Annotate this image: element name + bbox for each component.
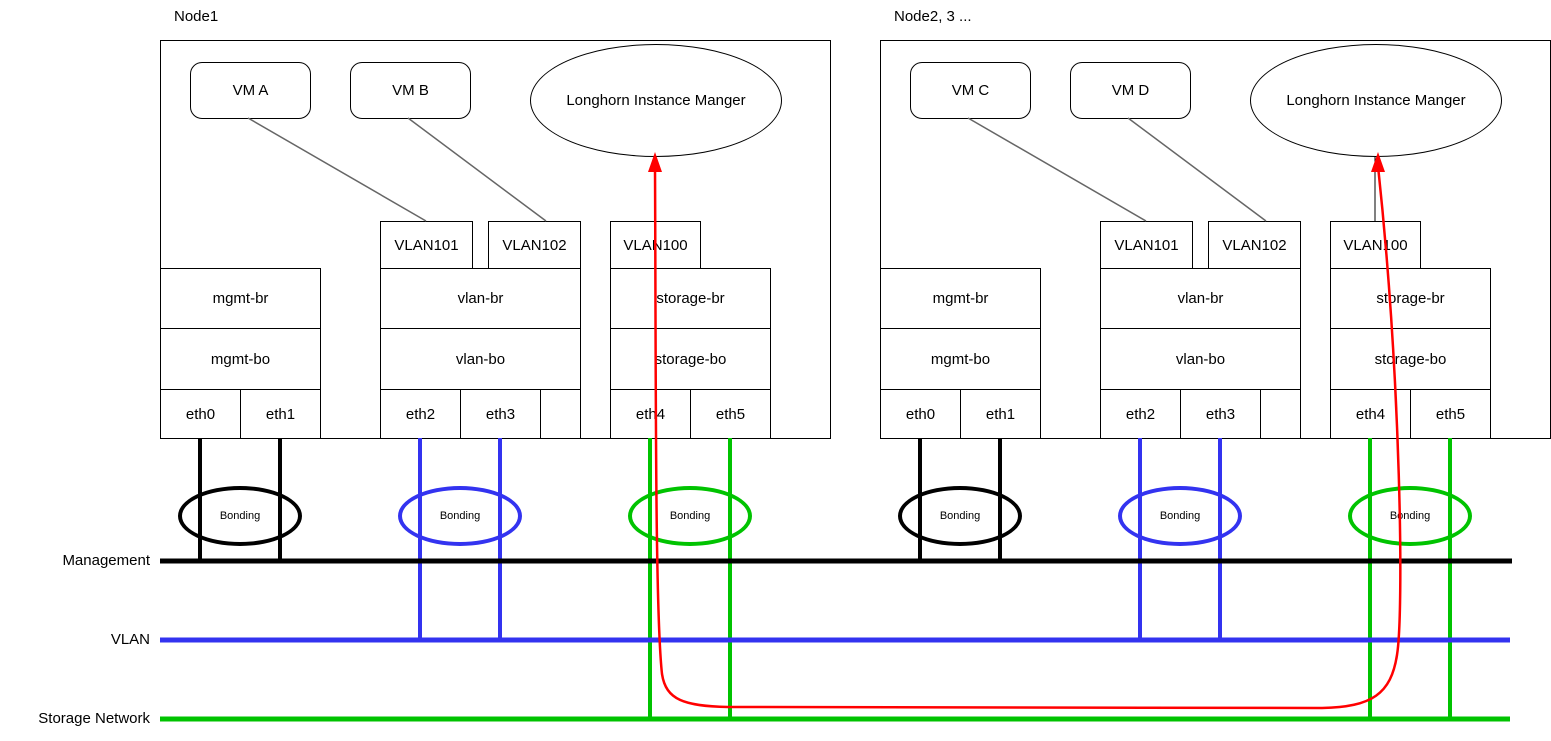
- vlan-interface-box: VLAN101: [380, 221, 473, 269]
- vm-label: VM A: [232, 82, 269, 99]
- vlan-interface-box: VLAN102: [1208, 221, 1301, 269]
- bonding-ellipse: Bonding: [898, 486, 1022, 546]
- nic-box: eth0: [880, 389, 961, 439]
- nic-box: eth5: [690, 389, 771, 439]
- vm-label: VM C: [951, 82, 990, 99]
- bond-box: mgmt-bo: [160, 328, 321, 390]
- bridge-box: storage-br: [610, 268, 771, 329]
- bonding-ellipse: Bonding: [398, 486, 522, 546]
- bonding-label: Bonding: [939, 510, 981, 522]
- bonding-ellipse: Bonding: [1118, 486, 1242, 546]
- bond-box: storage-bo: [610, 328, 771, 390]
- node-title: Node1: [174, 8, 219, 25]
- vlan-interface-box: VLAN100: [1330, 221, 1421, 269]
- bond-box: mgmt-bo: [880, 328, 1041, 390]
- node1-group: Node1 VM A VM B Longhorn Instance Manger…: [160, 0, 831, 741]
- nic-box: eth2: [380, 389, 461, 439]
- management-network-label: Management: [62, 552, 150, 569]
- vm-box: VM C: [910, 62, 1031, 119]
- node-title: Node2, 3 ...: [894, 8, 972, 25]
- nic-box: eth4: [1330, 389, 1411, 439]
- vm-box: VM A: [190, 62, 311, 119]
- longhorn-instance-manager-label: Longhorn Instance Manger: [1286, 92, 1466, 109]
- bonding-ellipse: Bonding: [1348, 486, 1472, 546]
- nic-box: eth2: [1100, 389, 1181, 439]
- bond-box: storage-bo: [1330, 328, 1491, 390]
- bonding-label: Bonding: [1159, 510, 1201, 522]
- vlan-interface-box: VLAN102: [488, 221, 581, 269]
- vlan-interface-box: VLAN101: [1100, 221, 1193, 269]
- bridge-box: storage-br: [1330, 268, 1491, 329]
- vm-box: VM D: [1070, 62, 1191, 119]
- bonding-ellipse: Bonding: [178, 486, 302, 546]
- longhorn-instance-manager-ellipse: Longhorn Instance Manger: [1250, 44, 1502, 157]
- vm-label: VM B: [392, 82, 429, 99]
- vlan-network-label: VLAN: [110, 631, 150, 648]
- nic-box: eth3: [1180, 389, 1261, 439]
- storage-network-label: Storage Network: [38, 710, 150, 727]
- nic-box: eth4: [610, 389, 691, 439]
- bridge-box: mgmt-br: [880, 268, 1041, 329]
- bridge-box: vlan-br: [380, 268, 581, 329]
- vlan-interface-box: VLAN100: [610, 221, 701, 269]
- nic-box: eth1: [240, 389, 321, 439]
- bonding-label: Bonding: [669, 510, 711, 522]
- nic-box: eth5: [1410, 389, 1491, 439]
- longhorn-instance-manager-ellipse: Longhorn Instance Manger: [530, 44, 782, 157]
- bond-box: vlan-bo: [1100, 328, 1301, 390]
- bonding-label: Bonding: [1389, 510, 1431, 522]
- spare-nic-cell: [1260, 389, 1301, 439]
- nic-box: eth0: [160, 389, 241, 439]
- nic-box: eth3: [460, 389, 541, 439]
- vm-label: VM D: [1111, 82, 1150, 99]
- bonding-label: Bonding: [219, 510, 261, 522]
- longhorn-instance-manager-label: Longhorn Instance Manger: [566, 92, 746, 109]
- vm-box: VM B: [350, 62, 471, 119]
- bond-box: vlan-bo: [380, 328, 581, 390]
- bridge-box: vlan-br: [1100, 268, 1301, 329]
- spare-nic-cell: [540, 389, 581, 439]
- bonding-ellipse: Bonding: [628, 486, 752, 546]
- nic-box: eth1: [960, 389, 1041, 439]
- node2-group: Node2, 3 ... VM C VM D Longhorn Instance…: [880, 0, 1551, 741]
- bonding-label: Bonding: [439, 510, 481, 522]
- bridge-box: mgmt-br: [160, 268, 321, 329]
